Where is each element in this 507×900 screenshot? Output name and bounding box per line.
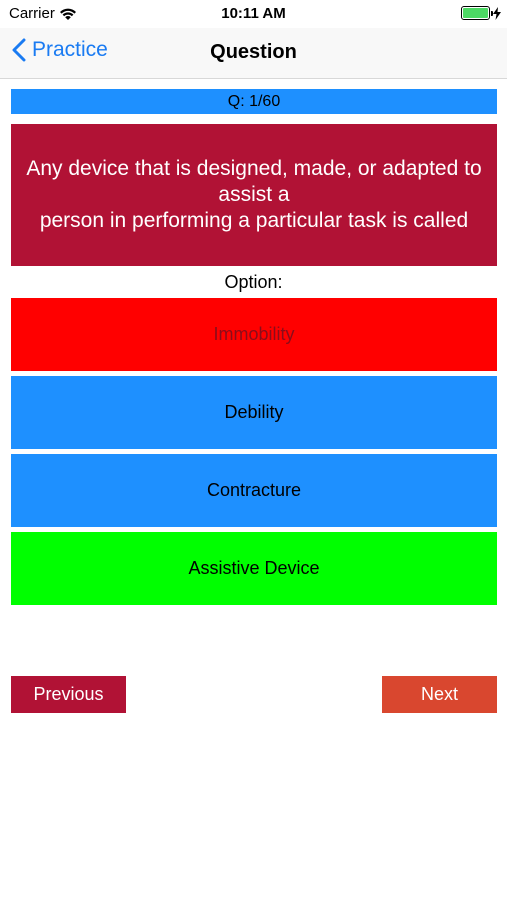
question-counter: Q: 1/60 <box>11 89 497 114</box>
question-text: Any device that is designed, made, or ad… <box>26 157 482 232</box>
bolt-icon <box>493 6 501 20</box>
carrier-info: Carrier <box>9 5 77 22</box>
chevron-left-icon <box>12 38 26 62</box>
battery-fill <box>463 8 488 18</box>
option-label: Assistive Device <box>188 558 320 578</box>
option-button-2[interactable]: Debility <box>11 376 497 449</box>
wifi-icon <box>59 8 76 20</box>
status-time: 10:11 AM <box>221 5 286 22</box>
page-title: Question <box>210 41 297 63</box>
option-header: Option: <box>224 272 283 292</box>
option-button-1[interactable]: Immobility <box>11 298 497 371</box>
option-label: Debility <box>224 402 284 422</box>
back-button-label: Practice <box>32 38 108 61</box>
question-box: Any device that is designed, made, or ad… <box>11 124 497 266</box>
battery-icon <box>461 6 493 20</box>
carrier-name: Carrier <box>9 5 55 22</box>
option-button-3[interactable]: Contracture <box>11 454 497 527</box>
option-button-4[interactable]: Assistive Device <box>11 532 497 605</box>
status-bar: Carrier 10:11 AM <box>0 0 507 28</box>
battery-indicator <box>461 6 501 20</box>
option-label: Contracture <box>206 480 302 500</box>
next-button[interactable]: Next <box>382 676 497 713</box>
back-button[interactable]: Practice <box>12 38 108 62</box>
navigation-bar: Practice Question <box>0 28 507 79</box>
option-label: Immobility <box>213 324 295 344</box>
previous-button[interactable]: Previous <box>11 676 126 713</box>
